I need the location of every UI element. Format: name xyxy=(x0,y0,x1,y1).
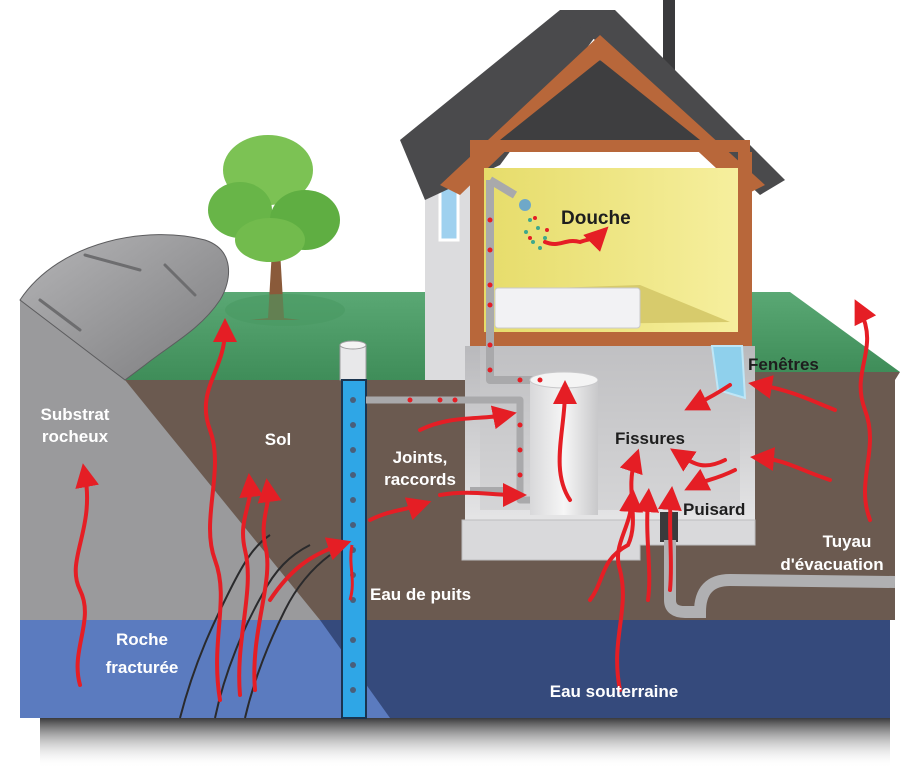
bathtub xyxy=(494,287,641,329)
radon-arrow xyxy=(268,537,352,602)
label-substrat-line1: Substrat xyxy=(41,405,110,424)
label-joints-line2: raccords xyxy=(384,470,456,489)
radon-arrow xyxy=(748,375,837,412)
radon-arrow xyxy=(73,463,99,687)
lawn-left xyxy=(125,292,480,380)
label-sol: Sol xyxy=(265,430,291,449)
radon-arrow xyxy=(552,380,577,502)
house xyxy=(366,0,896,618)
label-tuyau-line2: d'évacuation xyxy=(780,555,883,574)
ground-shadow xyxy=(40,718,890,768)
tree xyxy=(208,135,345,326)
radon-arrow xyxy=(657,486,682,592)
roof xyxy=(400,10,615,200)
radon-arrow xyxy=(615,488,644,692)
radon-arrow xyxy=(438,482,527,507)
radon-arrow xyxy=(588,448,643,602)
label-fissures: Fissures xyxy=(615,429,685,448)
radon-arrow xyxy=(237,473,264,697)
label-roche-line2: fracturée xyxy=(106,658,179,677)
radon-arrow xyxy=(543,226,609,252)
well xyxy=(339,340,367,719)
radon-arrow xyxy=(635,488,660,602)
radon-arrow xyxy=(368,497,432,522)
lawn-right xyxy=(740,292,900,372)
shower-head xyxy=(519,199,531,211)
label-eau-de-puits: Eau de puits xyxy=(370,585,471,604)
label-douche: Douche xyxy=(561,208,631,229)
radon-arrow xyxy=(750,447,832,482)
label-roche-line1: Roche xyxy=(116,630,168,649)
radon-arrow xyxy=(854,299,877,522)
radon-arrow xyxy=(252,478,282,692)
boulder xyxy=(19,234,230,381)
label-fenetres: Fenêtres xyxy=(748,355,819,374)
label-eau-souterraine: Eau souterraine xyxy=(550,682,679,701)
labels: Substrat rocheux Sol Joints, raccords Ea… xyxy=(41,208,884,701)
fractured-rock-water xyxy=(20,620,390,718)
label-substrat-line2: rocheux xyxy=(42,427,109,446)
radon-arrows xyxy=(73,226,877,702)
label-puisard: Puisard xyxy=(683,500,745,519)
radon-arrow xyxy=(684,383,732,411)
label-joints-line1: Joints, xyxy=(393,448,448,467)
radon-arrow xyxy=(684,468,737,491)
radon-arrow xyxy=(418,405,517,432)
label-tuyau-line1: Tuyau xyxy=(823,532,872,551)
basement-window xyxy=(710,345,747,400)
radon-arrow xyxy=(203,318,237,702)
drain-pipe xyxy=(664,540,896,618)
radon-arrow xyxy=(670,448,727,472)
